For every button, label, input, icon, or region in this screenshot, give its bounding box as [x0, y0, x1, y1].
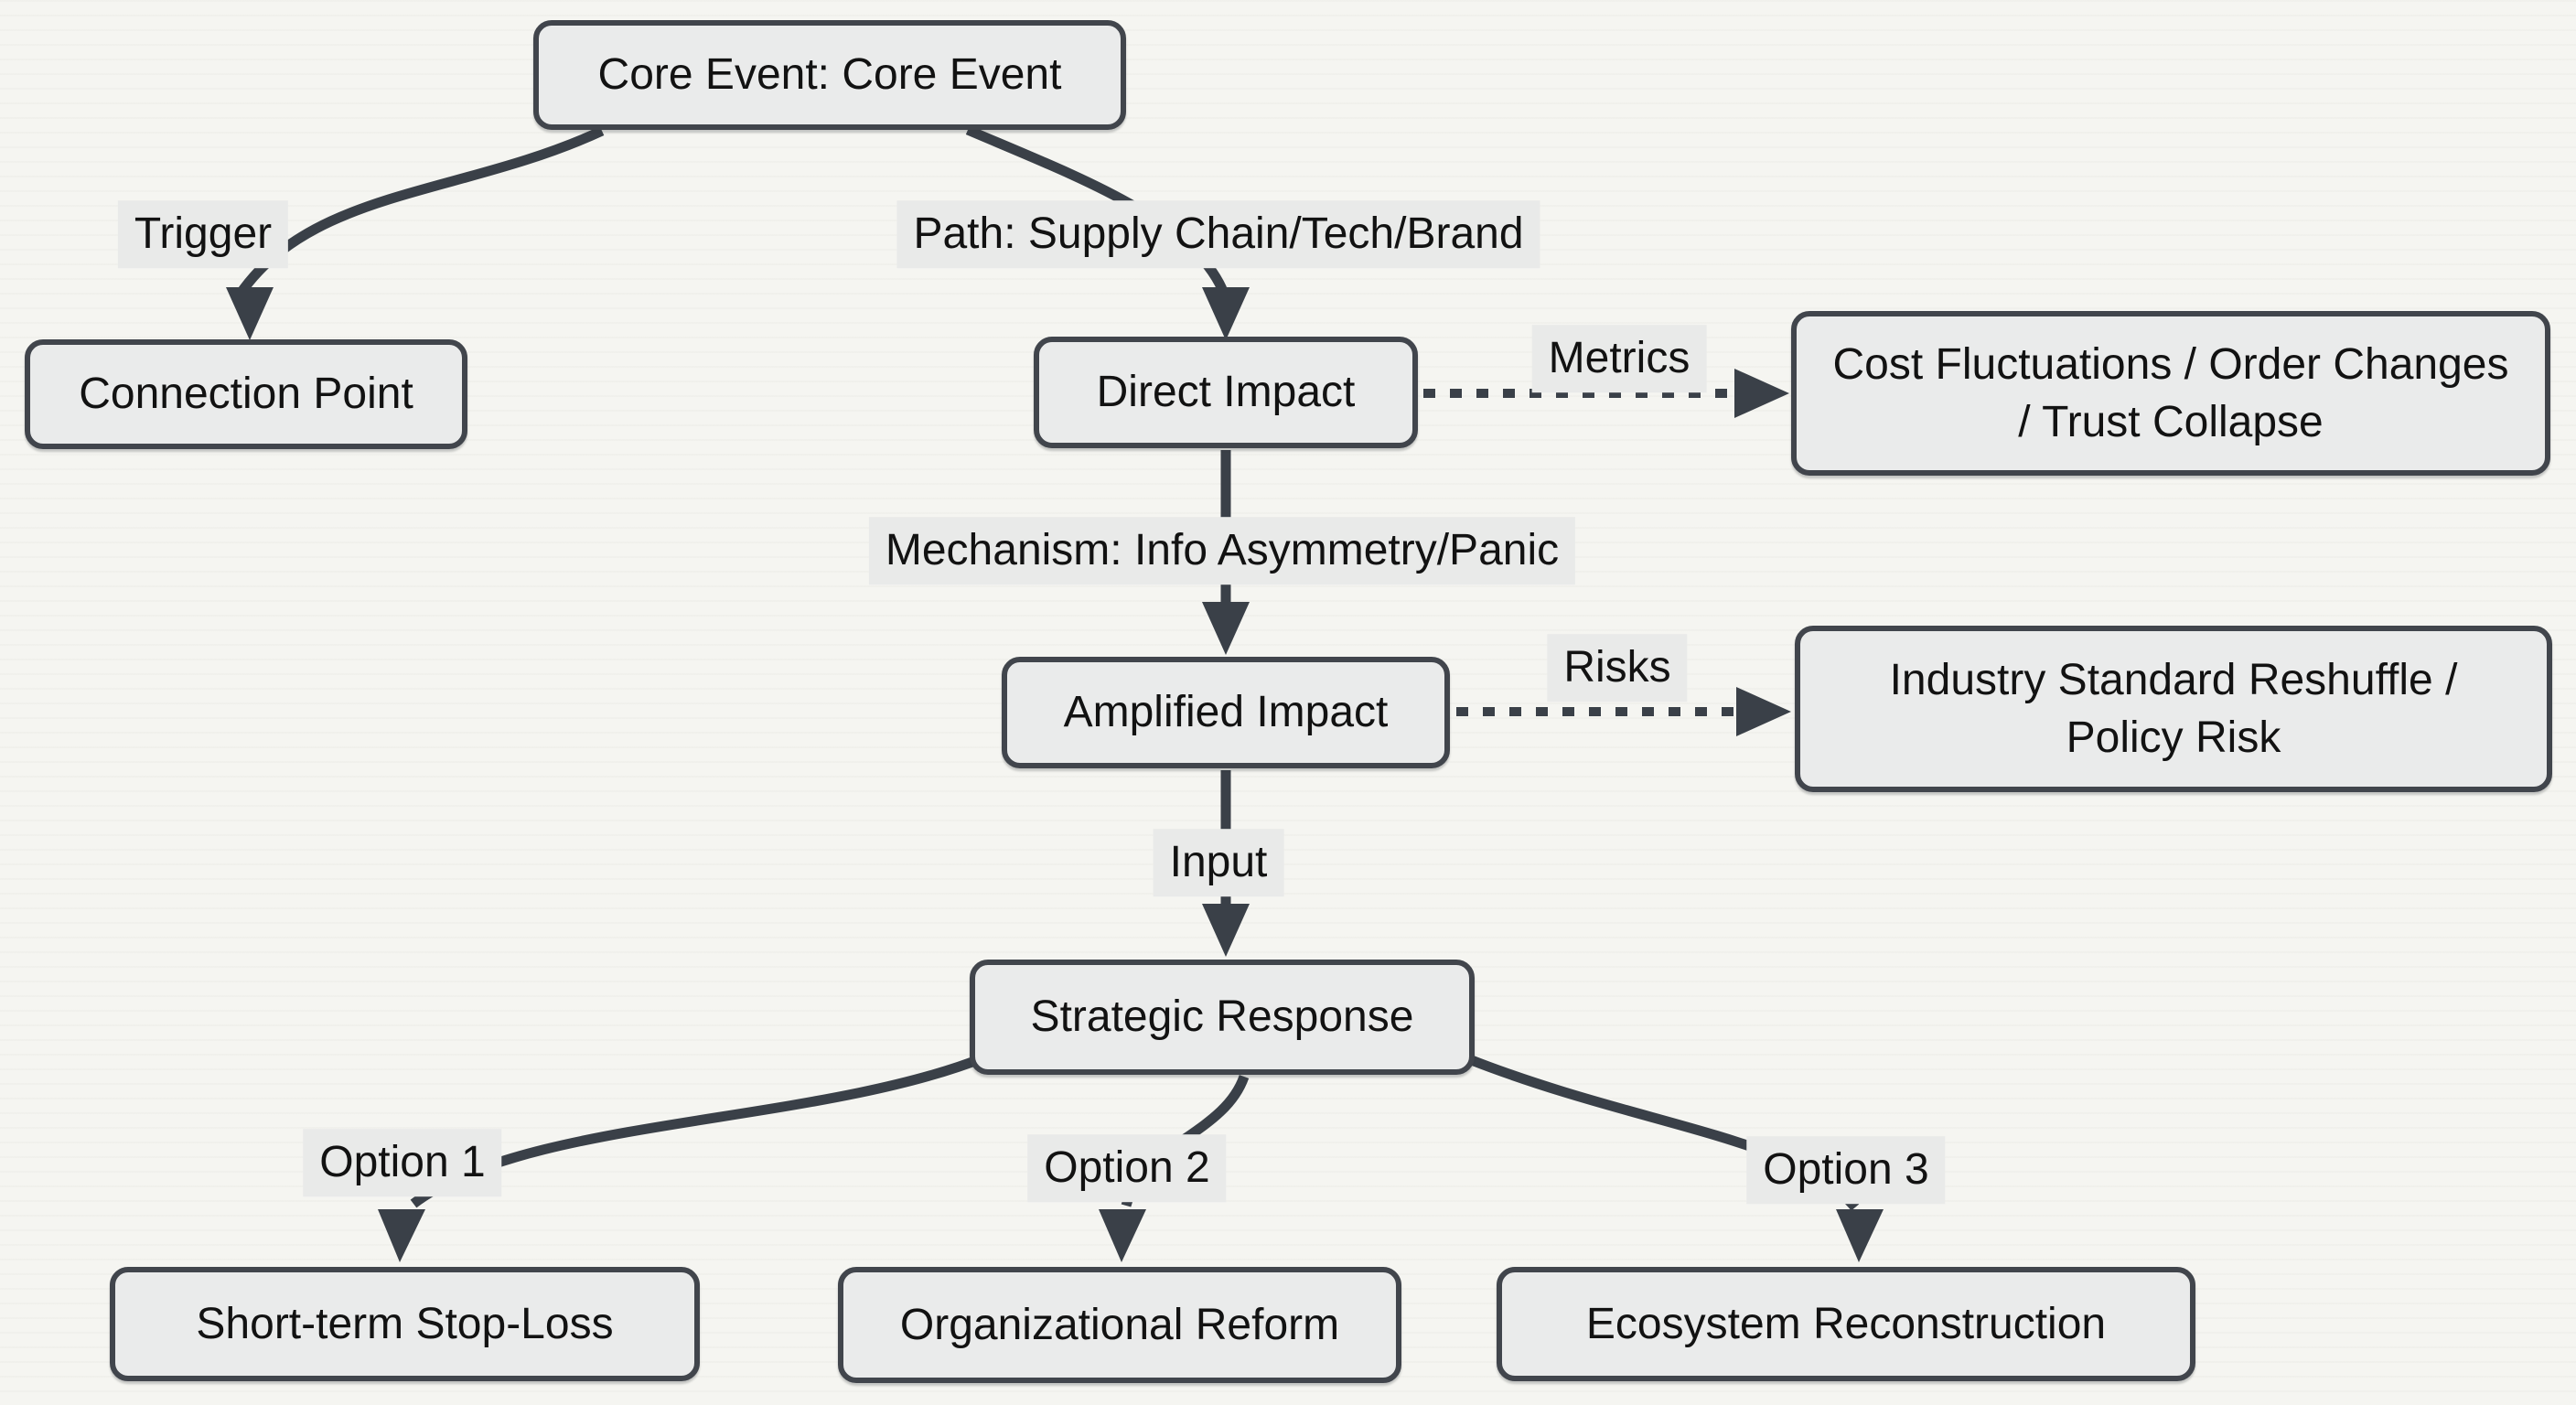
edge-mechanism-arrowhead [1202, 602, 1250, 655]
node-cost-fluctuations: Cost Fluctuations / Order Changes / Trus… [1791, 311, 2550, 476]
node-short-term-stop-loss: Short-term Stop-Loss [110, 1267, 700, 1381]
node-direct-impact: Direct Impact [1034, 337, 1418, 448]
edge-label-mechanism: Mechanism: Info Asymmetry/Panic [868, 517, 1576, 585]
edge-path-arrowhead [1202, 287, 1250, 340]
edge-option3-arrowhead [1836, 1209, 1884, 1262]
edge-label-trigger: Trigger [117, 200, 289, 268]
node-organizational-reform: Organizational Reform [838, 1267, 1401, 1383]
node-ecosystem-reconstruction: Ecosystem Reconstruction [1497, 1267, 2195, 1381]
node-strategic-response-label: Strategic Response [1030, 992, 1414, 1042]
node-ecosystem-reconstruction-label: Ecosystem Reconstruction [1585, 1299, 2107, 1348]
node-core-event: Core Event: Core Event [533, 20, 1126, 130]
edge-label-option2: Option 2 [1027, 1134, 1227, 1202]
edge-trigger-line [235, 126, 605, 298]
edge-input-arrowhead [1202, 904, 1250, 957]
node-connection-point-label: Connection Point [79, 370, 413, 419]
node-strategic-response: Strategic Response [970, 960, 1475, 1075]
edge-label-risks: Risks [1547, 634, 1688, 702]
edge-option1-arrowhead [378, 1209, 425, 1262]
edge-label-input: Input [1153, 829, 1284, 896]
edge-label-path: Path: Supply Chain/Tech/Brand [896, 200, 1540, 268]
node-short-term-stop-loss-label: Short-term Stop-Loss [196, 1299, 614, 1348]
node-industry-risk-label: Industry Standard Reshuffle / Policy Ris… [1889, 655, 2458, 762]
edge-trigger-arrowhead [226, 287, 274, 340]
edge-label-option3: Option 3 [1746, 1136, 1946, 1204]
edge-label-option1: Option 1 [303, 1129, 502, 1196]
node-connection-point: Connection Point [25, 339, 467, 449]
node-cost-fluctuations-label: Cost Fluctuations / Order Changes / Trus… [1832, 339, 2509, 446]
edge-label-metrics: Metrics [1531, 325, 1707, 392]
node-organizational-reform-label: Organizational Reform [899, 1300, 1340, 1349]
node-amplified-impact: Amplified Impact [1002, 657, 1450, 768]
edge-metrics-arrowhead [1734, 369, 1789, 418]
node-amplified-impact-label: Amplified Impact [1063, 688, 1389, 737]
node-core-event-label: Core Event: Core Event [597, 50, 1062, 100]
node-direct-impact-label: Direct Impact [1096, 368, 1356, 417]
edge-risks-arrowhead [1736, 687, 1791, 736]
edge-option2-arrowhead [1099, 1209, 1146, 1262]
node-industry-risk: Industry Standard Reshuffle / Policy Ris… [1795, 626, 2552, 792]
